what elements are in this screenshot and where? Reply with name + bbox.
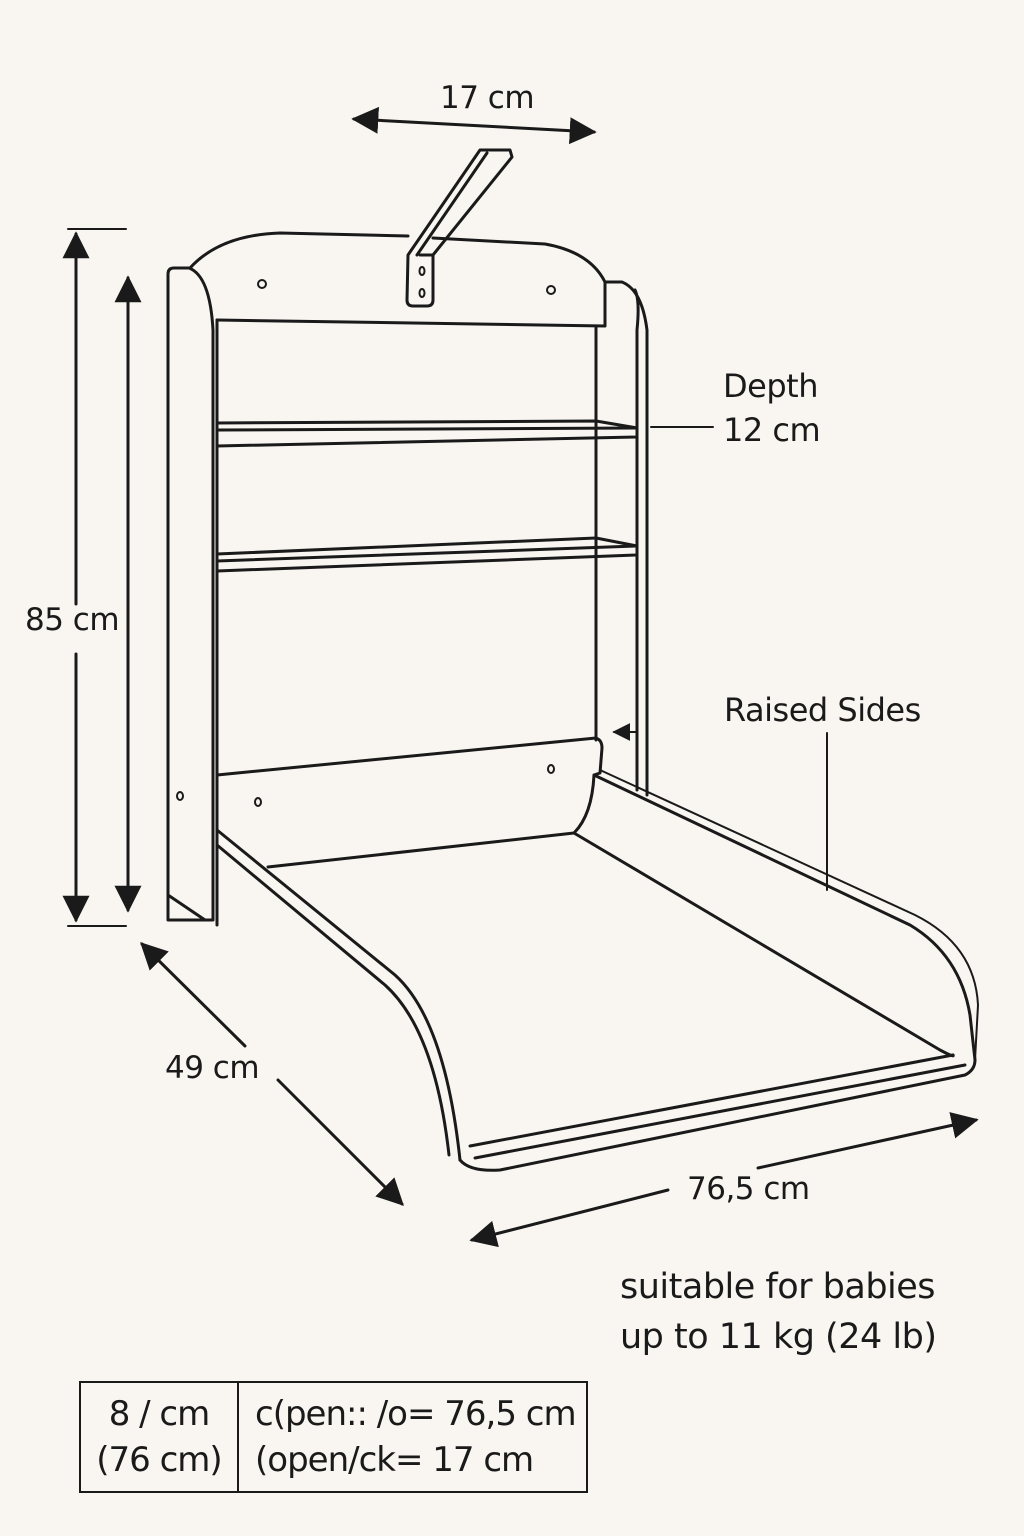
- spec-table-right-cell: c(pen:: /o= 76,5 cm (open/ck= 17 cm: [239, 1383, 586, 1491]
- depth-dimension-arrow: [140, 942, 404, 1206]
- width-dimension-arrow: [469, 1112, 979, 1248]
- spec-right-line-2: (open/ck= 17 cm: [255, 1440, 534, 1480]
- height-label: 85 cm: [25, 602, 120, 638]
- left-side-panel: [166, 266, 215, 922]
- depth-callout-title: Depth: [723, 367, 818, 405]
- depth-callout: Depth 12 cm: [723, 364, 821, 452]
- changing-surface-back-rail: [215, 736, 604, 869]
- weight-note-line-1: suitable for babies: [620, 1267, 936, 1307]
- bracket-width-label: 17 cm: [440, 80, 535, 116]
- lower-shelf: [215, 536, 639, 573]
- depth-open-label: 49 cm: [165, 1050, 260, 1086]
- weight-capacity-note: suitable for babies up to 11 kg (24 lb): [620, 1262, 937, 1362]
- weight-note-line-2: up to 11 kg (24 lb): [620, 1317, 937, 1357]
- raised-sides-callout: Raised Sides: [724, 691, 921, 729]
- right-side-panel: [594, 280, 649, 797]
- upper-shelf: [215, 419, 639, 448]
- spec-table: 8 / cm (76 cm) c(pen:: /o= 76,5 cm (open…: [79, 1381, 588, 1493]
- spec-right-line-1: c(pen:: /o= 76,5 cm: [255, 1394, 577, 1434]
- spec-left-line-2: (76 cm): [96, 1440, 222, 1480]
- spec-left-line-1: 8 / cm: [108, 1394, 211, 1434]
- height-dimension-arrows: [62, 228, 142, 927]
- changing-surface-tray: [215, 769, 979, 1172]
- spec-table-left-cell: 8 / cm (76 cm): [81, 1383, 239, 1491]
- back-top-panel: [188, 231, 607, 328]
- depth-callout-value: 12 cm: [723, 411, 821, 449]
- bracket-width-dimension-arrow: [351, 106, 597, 145]
- width-label: 76,5 cm: [687, 1171, 810, 1207]
- wall-bracket: [405, 148, 514, 308]
